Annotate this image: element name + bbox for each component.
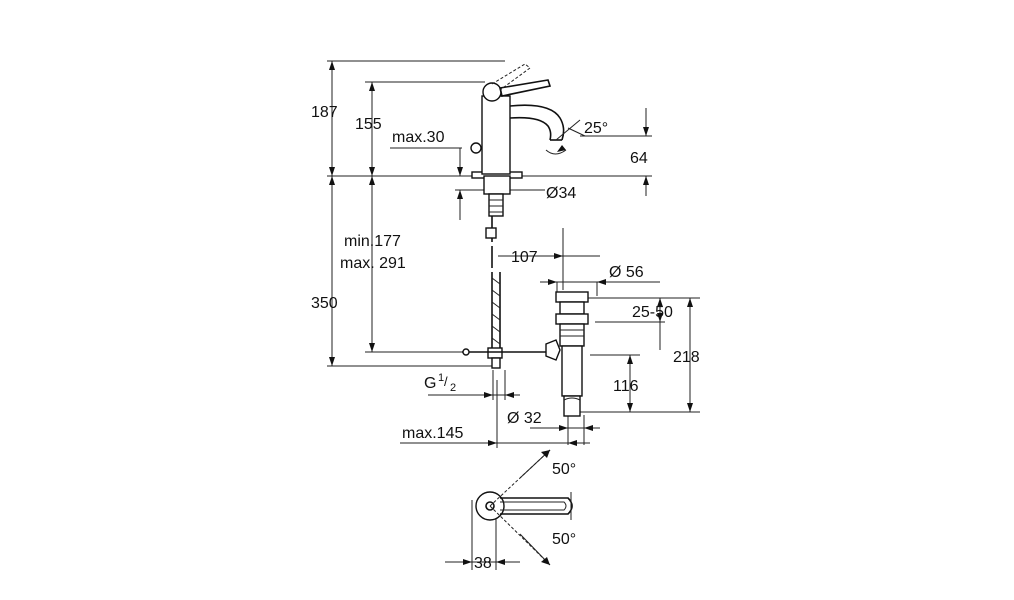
dim-38: 38 <box>474 555 492 572</box>
connection-hose <box>462 216 548 369</box>
dim-thread-slash: / <box>444 374 448 389</box>
dimension-lines <box>329 61 693 570</box>
dim-thread-sub: 2 <box>450 382 456 394</box>
dim-155: 155 <box>355 116 382 133</box>
dim-dia-32: Ø 32 <box>507 410 542 427</box>
handle-top-view <box>475 449 573 566</box>
dim-116: 116 <box>613 378 639 395</box>
dim-max-291: max. 291 <box>340 255 406 272</box>
dimension-labels: 187 155 max.30 25° 64 Ø34 min.177 max. 2… <box>311 104 700 572</box>
dim-max30: max.30 <box>392 129 445 146</box>
drain-assembly <box>545 291 589 417</box>
dim-thread-sup: 1 <box>438 372 444 384</box>
dim-thread-g: G <box>424 375 436 392</box>
dim-max-145: max.145 <box>402 425 463 442</box>
dim-min-177: min.177 <box>344 233 401 250</box>
dim-64: 64 <box>630 150 648 167</box>
dim-dia-56: Ø 56 <box>609 264 644 281</box>
dim-107: 107 <box>511 249 538 266</box>
dim-angle-50-bottom: 50° <box>552 531 576 548</box>
dim-350: 350 <box>311 295 338 312</box>
dim-angle-50-top: 50° <box>552 461 576 478</box>
faucet-body <box>470 63 586 217</box>
dim-25-50: 25-50 <box>632 304 673 321</box>
dim-218: 218 <box>673 349 700 366</box>
dim-187: 187 <box>311 104 338 121</box>
dim-dia-34: Ø34 <box>546 185 576 202</box>
dim-angle-25: 25° <box>584 120 608 137</box>
